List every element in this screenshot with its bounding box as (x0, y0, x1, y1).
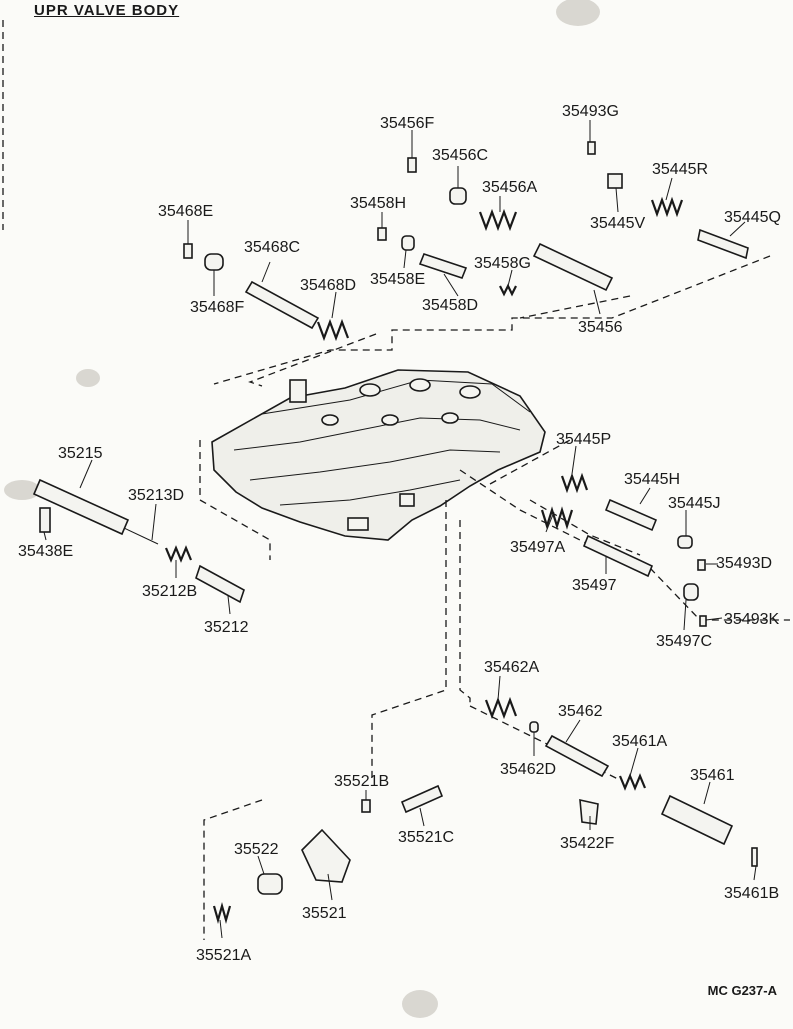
part-35456A-spring (478, 208, 518, 232)
diagram-title: UPR VALVE BODY (34, 2, 180, 19)
part-35462A-spring (484, 696, 518, 720)
label-35521: 35521 (302, 905, 347, 922)
part-35445Q (697, 228, 749, 260)
label-35458H: 35458H (350, 195, 406, 212)
label-35461A: 35461A (612, 733, 667, 750)
label-35445V: 35445V (590, 215, 645, 232)
part-35462D (529, 721, 539, 733)
figure-code: MC G237-A (707, 983, 777, 998)
part-35493G (587, 141, 596, 155)
label-35461: 35461 (690, 767, 735, 784)
label-35445J: 35445J (668, 495, 721, 512)
label-35521B: 35521B (334, 773, 389, 790)
label-35468F: 35468F (190, 299, 244, 316)
label-35462D: 35462D (500, 761, 556, 778)
part-35468C-valve (244, 280, 320, 330)
guide-lines (199, 255, 790, 940)
part-35468D-spring (316, 318, 350, 342)
part-35438E (39, 507, 51, 533)
part-35212B-spring (164, 545, 193, 563)
label-35468D: 35468D (300, 277, 356, 294)
label-35468E: 35468E (158, 203, 213, 220)
valve-body (211, 369, 546, 541)
part-35456F (407, 157, 417, 173)
part-35456C (449, 187, 467, 205)
part-35493D (697, 559, 706, 571)
label-35462: 35462 (558, 703, 603, 720)
part-35461-sleeve (660, 794, 734, 846)
part-35468E (183, 243, 193, 259)
label-35422F: 35422F (560, 835, 614, 852)
part-35445J (677, 535, 693, 549)
part-35445P-spring (560, 472, 589, 494)
part-35497-valve (582, 534, 654, 578)
label-35493D: 35493D (716, 555, 772, 572)
label-35468C: 35468C (244, 239, 300, 256)
label-35445Q: 35445Q (724, 209, 781, 226)
part-labels: 35456F 35493G 35456C 35445R 35456A 35468… (18, 103, 781, 964)
label-35212: 35212 (204, 619, 249, 636)
label-35212B: 35212B (142, 583, 197, 600)
label-35445H: 35445H (624, 471, 680, 488)
part-35521A-spring (212, 901, 232, 925)
label-35461B: 35461B (724, 885, 779, 902)
scan-smudges (4, 0, 600, 1018)
part-35497C (683, 583, 699, 601)
part-35461B (751, 847, 758, 867)
part-35445V (607, 173, 623, 189)
parts-drawing (32, 141, 758, 925)
label-35493G: 35493G (562, 103, 619, 120)
part-35458E (401, 235, 415, 251)
part-35497A-spring (540, 506, 574, 530)
label-35213D: 35213D (128, 487, 184, 504)
label-35458G: 35458G (474, 255, 531, 272)
part-35461A-spring (618, 773, 647, 791)
label-35497: 35497 (572, 577, 617, 594)
label-35458D: 35458D (422, 297, 478, 314)
part-35493K (699, 615, 707, 627)
part-35521C (400, 784, 444, 814)
label-35456C: 35456C (432, 147, 488, 164)
part-35445R-spring (650, 196, 684, 218)
label-35521A: 35521A (196, 947, 251, 964)
part-35522 (257, 873, 283, 895)
label-35522: 35522 (234, 841, 279, 858)
part-35422F (579, 798, 599, 825)
label-35497A: 35497A (510, 539, 565, 556)
part-35445H-valve (604, 498, 658, 532)
part-35212-valve (195, 564, 245, 604)
part-35456-valve (532, 242, 614, 292)
part-35215-sleeve (32, 478, 130, 536)
label-35521C: 35521C (398, 829, 454, 846)
part-35521B (361, 799, 371, 813)
label-35456: 35456 (578, 319, 623, 336)
part-35458H (377, 227, 387, 241)
label-35445R: 35445R (652, 161, 708, 178)
part-35458D (418, 253, 468, 279)
part-35468F (204, 253, 224, 271)
label-35462A: 35462A (484, 659, 539, 676)
label-35493K: 35493K (724, 611, 779, 628)
label-35215: 35215 (58, 445, 103, 462)
label-35445P: 35445P (556, 431, 611, 448)
label-35456F: 35456F (380, 115, 434, 132)
part-35462-valve (544, 734, 610, 778)
label-35458E: 35458E (370, 271, 425, 288)
label-35456A: 35456A (482, 179, 537, 196)
part-35458G-spring (499, 283, 517, 297)
part-35521-plate (301, 828, 351, 883)
leader-lines (43, 120, 757, 939)
label-35497C: 35497C (656, 633, 712, 650)
label-35438E: 35438E (18, 543, 73, 560)
